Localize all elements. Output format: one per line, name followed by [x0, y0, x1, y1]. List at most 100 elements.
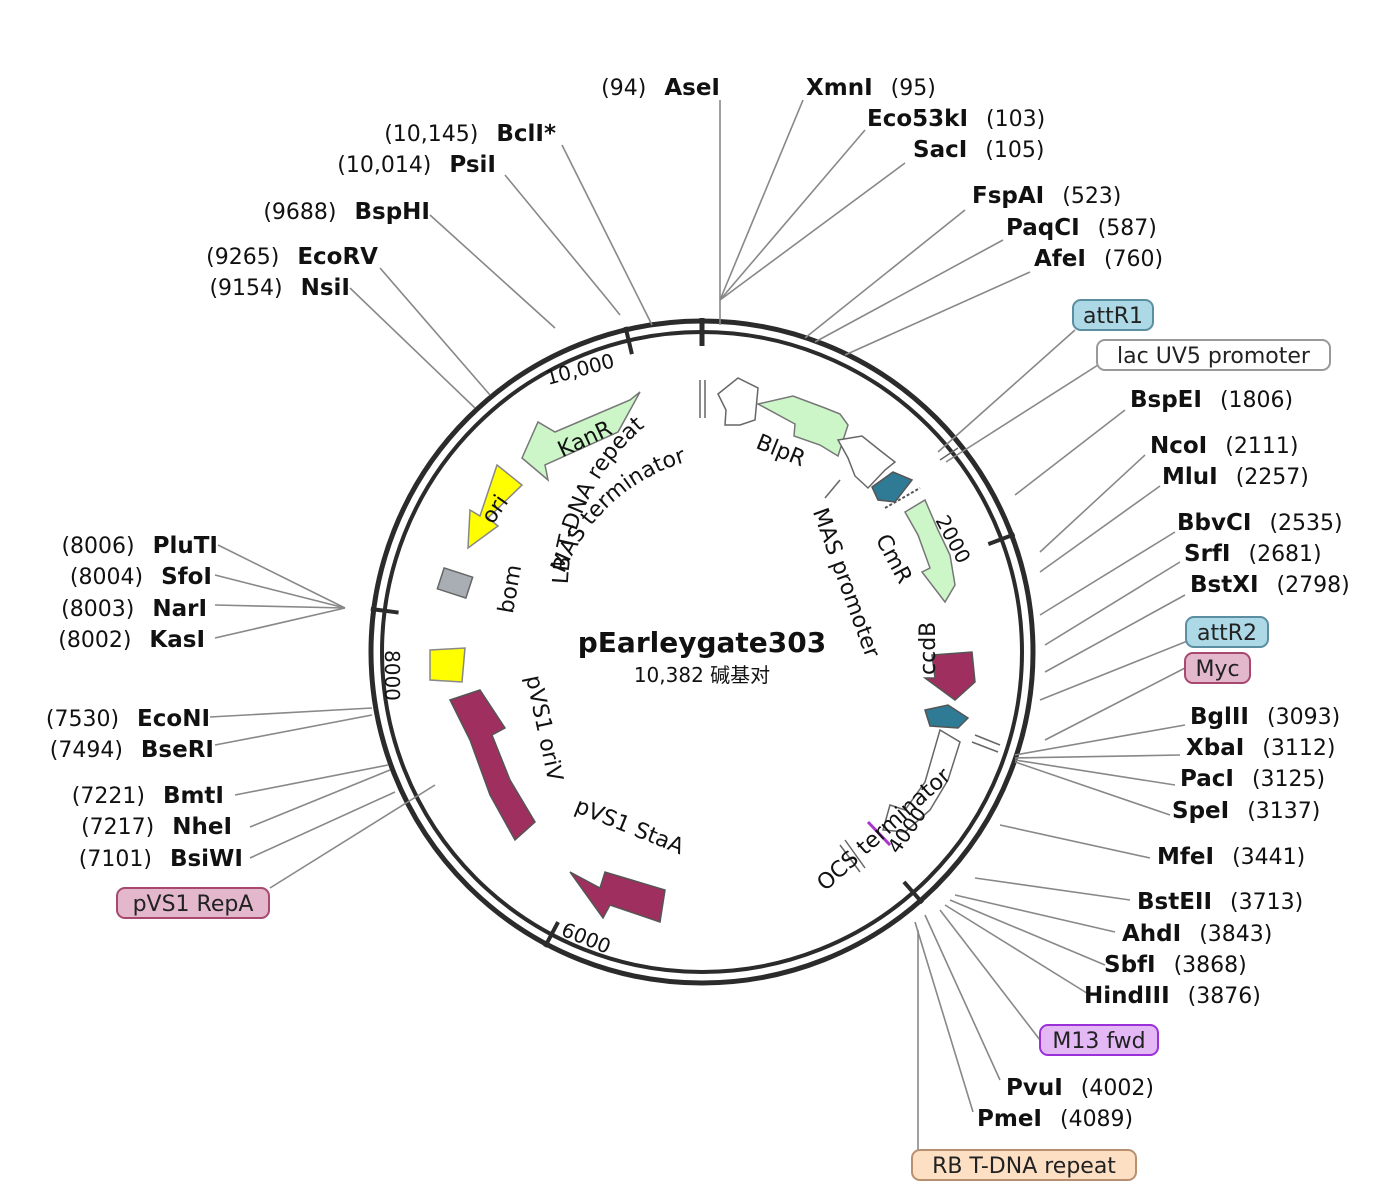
enzyme-position: (3843) [1199, 922, 1272, 947]
leader-lines [209, 99, 1191, 1150]
enzyme-position: (2681) [1248, 542, 1321, 567]
enzyme-labels: (94)AseI XmnI(95) Eco53kI (103) SacI (105) Fsp… [46, 75, 1350, 1132]
enzyme-site-label: FspAI(523) [972, 183, 1121, 209]
enzyme-name: Eco53kI [867, 106, 968, 132]
enzyme-position: (7494) [50, 738, 123, 763]
enzyme-name: SfoI [161, 564, 212, 590]
enzyme-site-label: MfeI (3441) [1157, 844, 1305, 870]
feature-tag-box [1039, 1024, 1159, 1056]
enzyme-name: AhdI [1122, 921, 1181, 947]
enzyme-position: (10,145) [384, 122, 478, 147]
enzyme-position: (7217) [81, 815, 154, 840]
enzyme-site-label: XbaI (3112) [1186, 735, 1335, 761]
enzyme-site-label: SrfI (2681) [1184, 541, 1322, 567]
attr2-box [924, 704, 970, 729]
enzyme-position: (94) [601, 76, 646, 101]
plasmid-size: 10,382 碱基对 [634, 663, 770, 687]
enzyme-position: (3137) [1247, 799, 1320, 824]
enzyme-site-label: BstEII(3713) [1137, 889, 1303, 915]
enzyme-position: (10,014) [337, 153, 431, 178]
enzyme-position: (760) [1104, 247, 1163, 272]
enzyme-position: (2798) [1277, 573, 1350, 598]
enzyme-site-label: (9154) NsiI [209, 275, 350, 301]
ocs-terminator-label: OCS terminator [812, 763, 956, 896]
tick-mark [902, 880, 924, 905]
enzyme-name: MfeI [1157, 844, 1214, 870]
enzyme-site-label: (10,014)PsiI [337, 152, 496, 178]
enzyme-position: (3868) [1174, 953, 1247, 978]
enzyme-name: PmeI [977, 1106, 1042, 1132]
feature-tag-box [1072, 299, 1154, 331]
mas-terminator-arrow [717, 377, 759, 426]
enzyme-name: BspEI [1130, 387, 1202, 413]
enzyme-name: MluI [1162, 464, 1218, 490]
enzyme-site-label: BglII(3093) [1190, 704, 1340, 730]
feature-tag-box [1096, 339, 1331, 371]
enzyme-site-label: AfeI(760) [1034, 246, 1163, 272]
enzyme-site-label: PacI(3125) [1180, 766, 1325, 792]
enzyme-name: SacI [913, 137, 967, 163]
enzyme-site-label: Eco53kI (103) [867, 106, 1045, 132]
enzyme-name: BstEII [1137, 889, 1212, 915]
enzyme-site-label: (10,145) BclI* [384, 121, 556, 147]
enzyme-site-label: XmnI(95) [806, 75, 936, 101]
enzyme-name: HindIII [1084, 983, 1170, 1009]
feature-tag-label: pVS1 RepA [133, 892, 254, 917]
enzyme-position: (9154) [209, 276, 282, 301]
enzyme-site-label: (9688)BspHI [263, 199, 430, 225]
enzyme-site-label: AhdI (3843) [1122, 921, 1272, 947]
enzyme-site-label: NcoI(2111) [1150, 433, 1298, 459]
enzyme-site-label: HindIII (3876) [1084, 983, 1261, 1009]
enzyme-position: (8003) [61, 597, 134, 622]
enzyme-name: NarI [152, 596, 207, 622]
enzyme-site-label: (8003) NarI [61, 596, 207, 622]
pvs1-oriv-label: pVS1 oriV [520, 673, 567, 783]
enzyme-name: XbaI [1186, 735, 1244, 761]
tick-mark [623, 326, 634, 355]
m13-fwd-mark [866, 820, 892, 847]
enzyme-position: (103) [986, 107, 1045, 132]
enzyme-name: BseRI [141, 737, 214, 763]
enzyme-name: NheI [172, 814, 232, 840]
plasmid-name: pEarleygate303 [578, 626, 826, 659]
enzyme-name: BclI* [496, 121, 556, 147]
enzyme-name: SrfI [1184, 541, 1230, 567]
pvs1-repa-arrow [448, 689, 536, 842]
enzyme-position: (587) [1098, 216, 1157, 241]
enzyme-site-label: (7494) BseRI [50, 737, 214, 763]
enzyme-name: BmtI [163, 783, 224, 809]
enzyme-position: (105) [985, 138, 1044, 163]
kanr-arrow [521, 391, 641, 482]
enzyme-site-label: (9265)EcoRV [206, 244, 378, 270]
enzyme-site-label: BspEI(1806) [1130, 387, 1293, 413]
enzyme-site-label: MluI(2257) [1162, 464, 1309, 490]
enzyme-position: (3093) [1267, 705, 1340, 730]
enzyme-name: SbfI [1104, 952, 1156, 978]
enzyme-site-label: (94)AseI [601, 75, 720, 101]
enzyme-position: (3112) [1262, 736, 1335, 761]
pvs1-staa-arrow [569, 871, 666, 923]
enzyme-site-label: SbfI (3868) [1104, 952, 1247, 978]
enzyme-name: NsiI [301, 275, 350, 301]
feature-tag-box [1185, 616, 1269, 648]
lac-uv5-arrow [836, 435, 897, 490]
ccdb-arrow [922, 651, 976, 701]
enzyme-name: PaqCI [1006, 215, 1080, 241]
enzyme-name: KasI [149, 627, 205, 653]
enzyme-site-label: (7530)EcoNI [46, 706, 210, 732]
enzyme-site-label: PaqCI (587) [1006, 215, 1157, 241]
enzyme-position: (9265) [206, 245, 279, 270]
feature-tag-box [116, 887, 270, 919]
enzyme-name: NcoI [1150, 433, 1207, 459]
enzyme-position: (3441) [1232, 845, 1305, 870]
cmr-label: CmR [870, 530, 917, 588]
tick-mark [370, 606, 399, 615]
tick-mark [543, 921, 560, 948]
pvs1-staa-label: pVS1 StaA [571, 794, 687, 860]
pvs1-oriv-box [429, 647, 466, 683]
enzyme-position: (8004) [70, 565, 143, 590]
enzyme-site-label: PmeI(4089) [977, 1106, 1133, 1132]
enzyme-position: (2535) [1269, 511, 1342, 536]
enzyme-position: (9688) [263, 200, 336, 225]
enzyme-position: (3876) [1188, 984, 1261, 1009]
